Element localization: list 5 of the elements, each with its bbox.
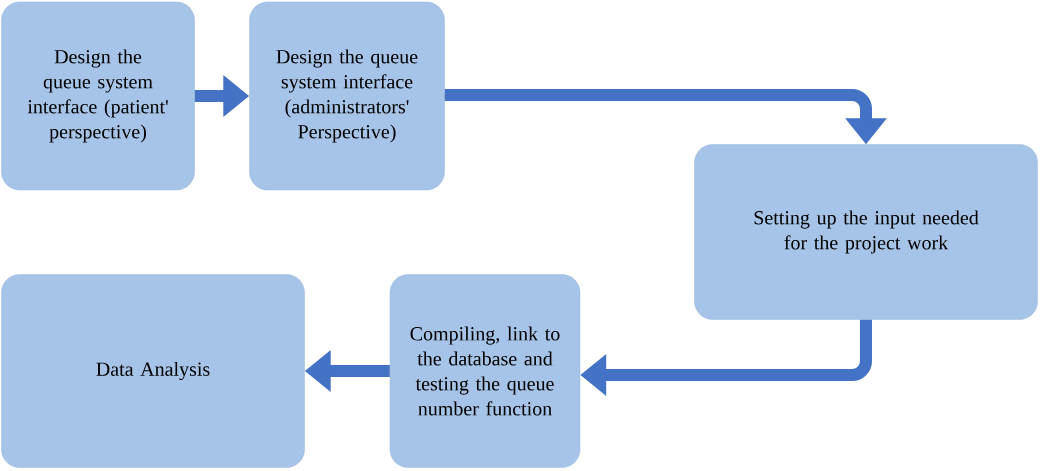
process-box: Data Analysis [1,274,305,468]
process-box: Setting up the input needed for the project work [694,144,1038,320]
process-box: Design the queue system interface (patient' perspective) [1,1,195,191]
process-box: Design the queue system interface (administrators' Perspective) [249,1,445,191]
process-box: Compiling, link to the database and testing the queue number function [389,274,581,468]
